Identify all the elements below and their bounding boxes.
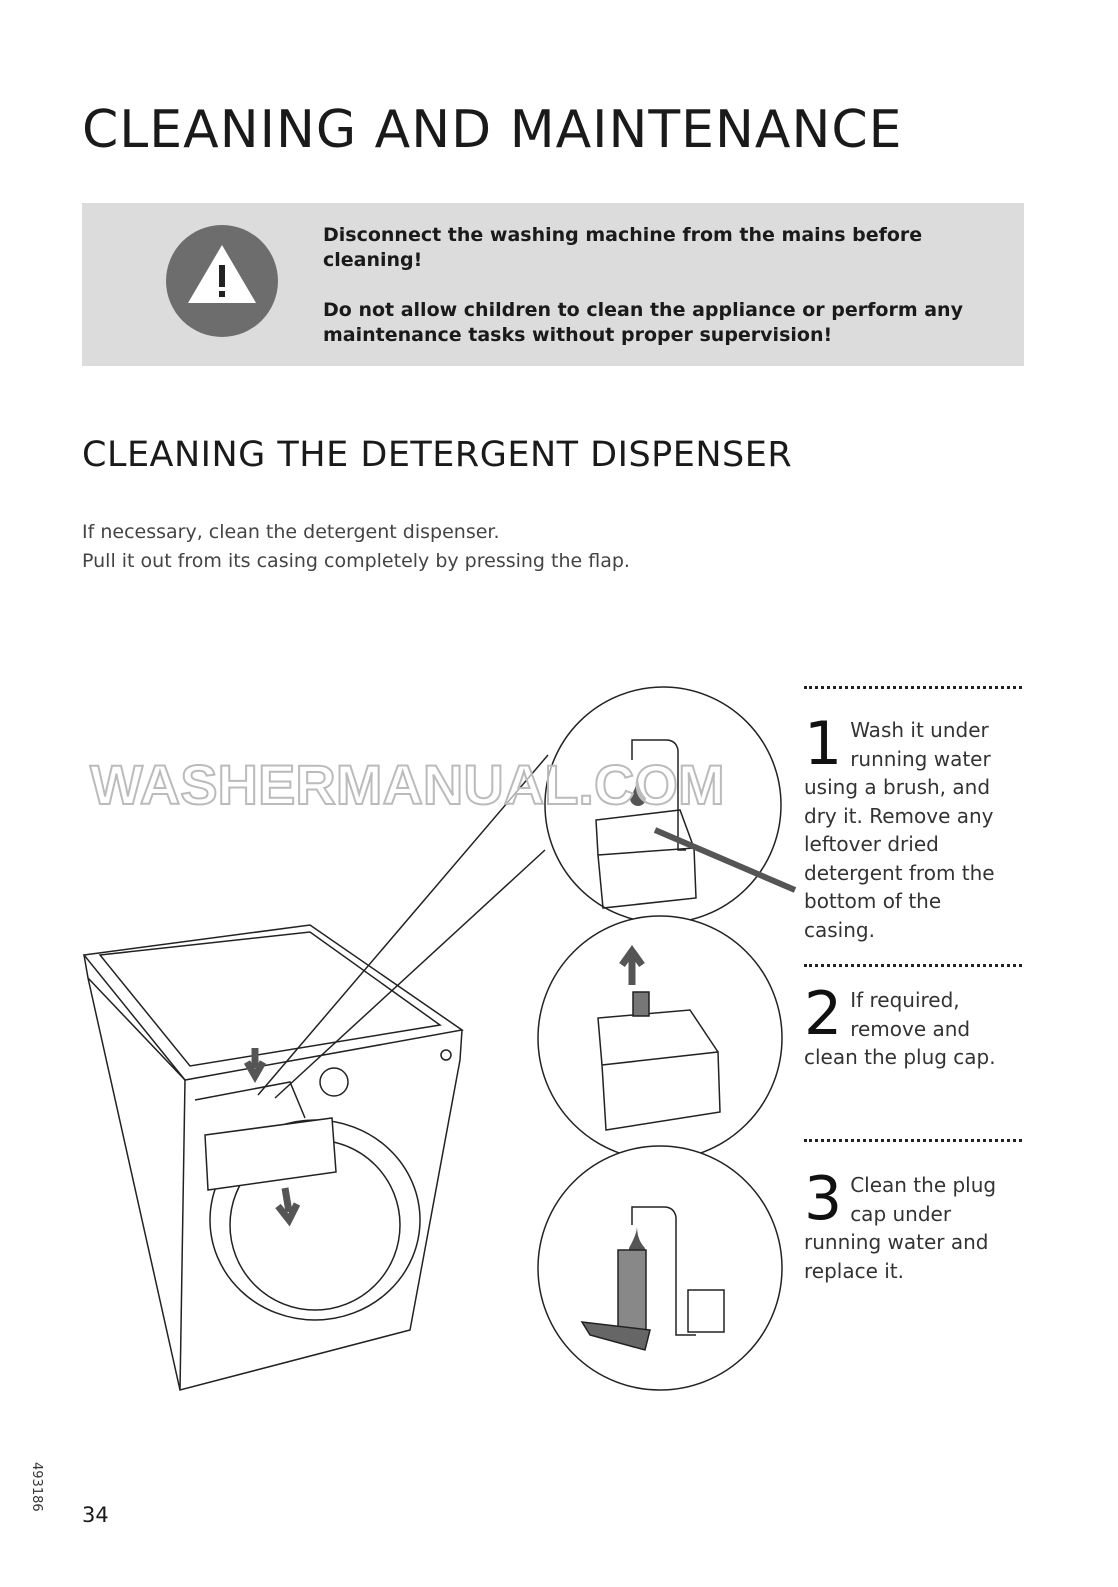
warning-triangle-icon xyxy=(166,225,278,337)
step-number: 2 xyxy=(804,979,843,1049)
plug-cap-base-icon xyxy=(580,1321,651,1351)
divider xyxy=(804,686,1022,689)
divider xyxy=(804,1139,1022,1142)
step-text: Clean the plug cap under running water a… xyxy=(804,1173,997,1283)
divider xyxy=(804,964,1022,967)
washing-machine-drawing xyxy=(82,754,549,1391)
warning-box: Disconnect the washing machine from the … xyxy=(82,203,1024,366)
dispenser-drawer-1 xyxy=(595,809,697,909)
step-2: 2 If required, remove and clean the plug… xyxy=(804,979,1014,1072)
tap-icon xyxy=(630,739,686,851)
intro-line-1: If necessary, clean the detergent dispen… xyxy=(82,521,500,543)
document-code: 493186 xyxy=(29,1462,44,1512)
tap-icon-2 xyxy=(629,1206,696,1336)
step-3: 3 Clean the plug cap under running water… xyxy=(804,1164,1014,1285)
brush-icon xyxy=(653,827,797,893)
step-1: 1 Wash it under running water using a br… xyxy=(804,709,1014,944)
drawer-part-icon xyxy=(687,1289,725,1333)
arrow-up-icon xyxy=(619,944,645,985)
watermark: WASHERMANUAL.COM xyxy=(89,752,726,817)
warning-text-2: Do not allow children to clean the appli… xyxy=(323,299,963,346)
step-text: Wash it under running water using a brus… xyxy=(804,718,995,942)
step-text: If required, remove and clean the plug c… xyxy=(804,988,996,1069)
step-number: 3 xyxy=(804,1164,843,1234)
section-title: CLEANING THE DETERGENT DISPENSER xyxy=(82,435,793,475)
page-number: 34 xyxy=(82,1503,109,1527)
intro-line-2: Pull it out from its casing completely b… xyxy=(82,550,630,572)
page-title: CLEANING AND MAINTENANCE xyxy=(82,100,903,160)
plug-cap-large-icon xyxy=(617,1249,647,1331)
plug-cap-icon xyxy=(632,991,650,1017)
step-number: 1 xyxy=(804,709,843,779)
warning-text-1: Disconnect the washing machine from the … xyxy=(323,224,923,271)
